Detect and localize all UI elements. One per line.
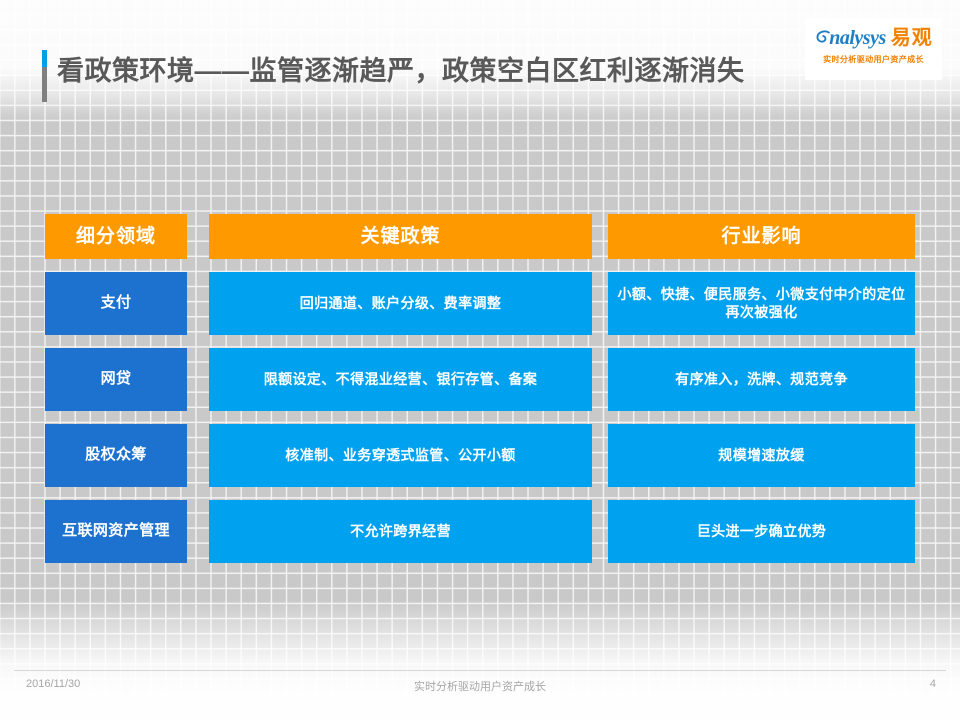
table-row: 网贷 限额设定、不得混业经营、银行存管、备案 有序准入，洗牌、规范竞争 [45, 348, 915, 411]
background-bottom-gradient [0, 600, 960, 720]
header-cell-policy: 关键政策 [209, 214, 592, 259]
table-row: 股权众筹 核准制、业务穿透式监管、公开小额 规模增速放缓 [45, 424, 915, 487]
footer-tagline: 实时分析驱动用户资产成长 [414, 681, 546, 693]
cell-policy: 限额设定、不得混业经营、银行存管、备案 [209, 348, 592, 411]
table-row: 互联网资产管理 不允许跨界经营 巨头进一步确立优势 [45, 500, 915, 563]
cell-impact: 巨头进一步确立优势 [608, 500, 915, 563]
footer-divider [14, 670, 946, 671]
header-cell-segment: 细分领域 [45, 214, 187, 259]
cell-segment: 互联网资产管理 [45, 500, 187, 563]
cell-impact: 有序准入，洗牌、规范竞争 [608, 348, 915, 411]
title-accent-bar [42, 50, 47, 102]
logo-tagline: 实时分析驱动用户资产成长 [823, 55, 924, 64]
footer-page-number: 4 [929, 678, 936, 690]
cell-policy: 核准制、业务穿透式监管、公开小额 [209, 424, 592, 487]
cell-policy: 回归通道、账户分级、费率调整 [209, 272, 592, 335]
cell-impact: 小额、快捷、便民服务、小微支付中介的定位再次被强化 [608, 272, 915, 335]
cell-segment: 股权众筹 [45, 424, 187, 487]
cell-policy: 不允许跨界经营 [209, 500, 592, 563]
table-header-row: 细分领域 关键政策 行业影响 [45, 214, 915, 259]
logo-brand-cn: 易观 [890, 27, 933, 49]
slide-footer: 2016/11/30 实时分析驱动用户资产成长 4 [0, 678, 960, 700]
cell-segment: 支付 [45, 272, 187, 335]
logo-brand-en: nalysys [829, 27, 886, 49]
title-band: 看政策环境——监管逐渐趋严，政策空白区红利逐渐消失 [0, 20, 960, 102]
policy-table: 细分领域 关键政策 行业影响 支付 回归通道、账户分级、费率调整 小额、快捷、便… [45, 214, 915, 563]
footer-date: 2016/11/30 [26, 678, 81, 690]
cell-segment: 网贷 [45, 348, 187, 411]
accent-bar-gray-segment [42, 67, 47, 102]
swirl-icon [814, 29, 831, 52]
table-row: 支付 回归通道、账户分级、费率调整 小额、快捷、便民服务、小微支付中介的定位再次… [45, 272, 915, 335]
page-title: 看政策环境——监管逐渐趋严，政策空白区红利逐渐消失 [57, 56, 745, 86]
header-cell-impact: 行业影响 [608, 214, 915, 259]
accent-bar-blue-segment [42, 50, 47, 67]
cell-impact: 规模增速放缓 [608, 424, 915, 487]
